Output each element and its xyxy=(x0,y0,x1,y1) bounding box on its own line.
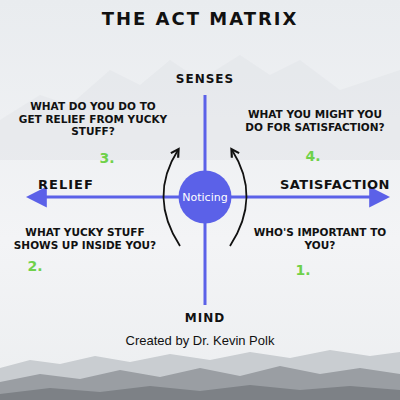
callout-number: 1. xyxy=(288,262,318,279)
curved-arrow xyxy=(163,150,180,246)
quadrant-question: WHAT YUCKY STUFF SHOWS UP INSIDE YOU? xyxy=(6,226,164,251)
title: THE ACT MATRIX xyxy=(0,8,400,30)
quadrant-question: WHAT YOU MIGHT YOU DO FOR SATISFACTION? xyxy=(238,108,392,133)
distant-mountains xyxy=(0,55,400,160)
caption: Created by Dr. Kevin Polk xyxy=(0,333,400,349)
center-circle: Noticing xyxy=(178,170,232,224)
near-hills xyxy=(0,366,400,400)
axis-label: SATISFACTION xyxy=(246,177,390,193)
node-text: Noticing xyxy=(182,191,227,204)
callout-number: 4. xyxy=(298,148,328,165)
callout-number: 3. xyxy=(92,150,122,167)
callout-number: 2. xyxy=(20,258,50,275)
front-hills xyxy=(0,385,400,400)
quadrant-question: WHAT DO YOU DO TO GET RELIEF FROM YUCKY … xyxy=(18,100,168,138)
axis-label: RELIEF xyxy=(38,177,118,193)
axis-label: MIND xyxy=(170,311,240,325)
circle-shape xyxy=(179,171,232,224)
axis-label: SENSES xyxy=(160,72,250,86)
far-hills xyxy=(0,350,400,400)
quadrant-question: WHO'S IMPORTANT TO YOU? xyxy=(250,226,390,251)
curved-arrow xyxy=(230,150,247,246)
